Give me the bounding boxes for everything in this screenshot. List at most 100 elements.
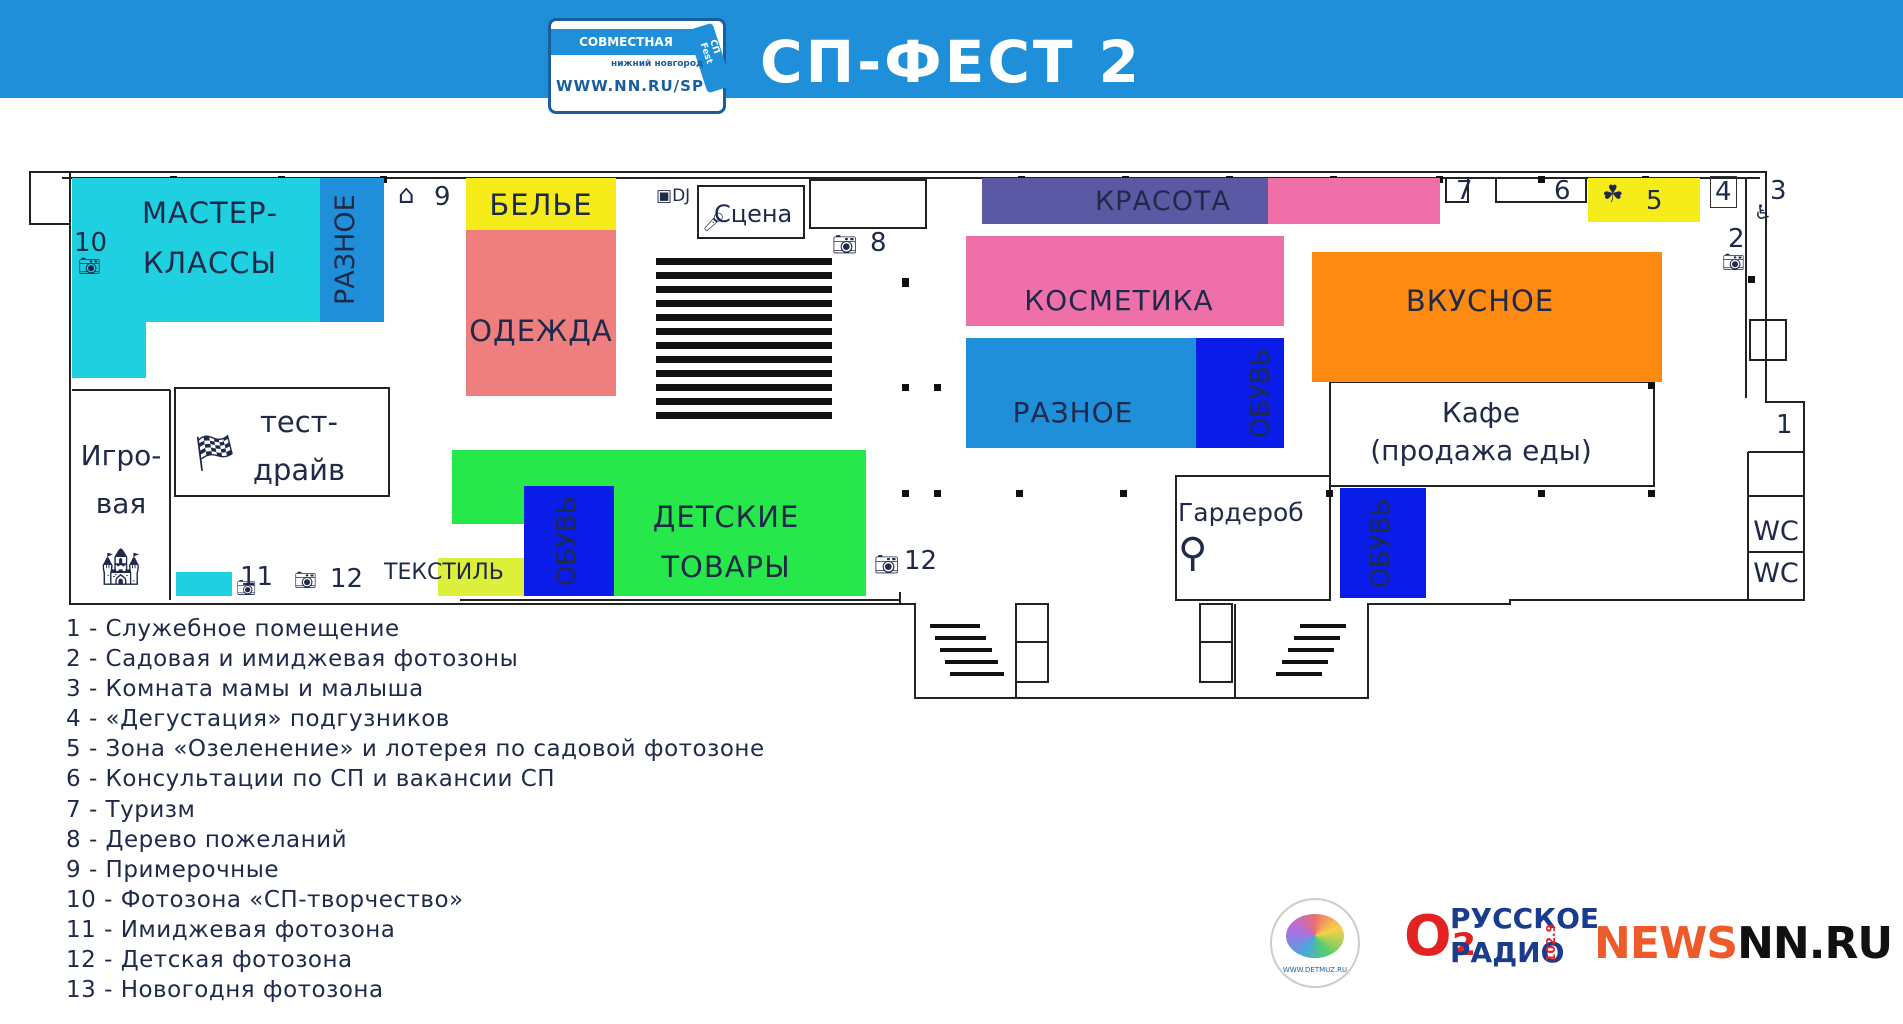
dj-icon: ▣ — [656, 186, 673, 206]
marker-3: 3 — [1770, 176, 1787, 206]
label-dj: DJ — [672, 186, 691, 206]
label-detskie-line2: ТОВАРЫ — [661, 550, 791, 584]
label-krasota: КРАСОТА — [1095, 186, 1231, 217]
camera-icon-12-left: 📷︎ — [294, 570, 317, 591]
label-detskie: ДЕТСКИЕ ТОВАРЫ — [616, 492, 836, 592]
zone-krasota-pink — [1268, 178, 1440, 224]
label-master-classes: МАСТЕР- КЛАССЫ — [141, 196, 279, 280]
detmuz-text: WWW.DETMUZ.RU — [1282, 966, 1348, 974]
camera-icon-12-right: 📷︎ — [874, 552, 900, 576]
label-obuv-mid: ОБУВЬ — [1246, 348, 1276, 438]
marker-1: 1 — [1776, 410, 1793, 440]
camera-icon-2: 📷︎ — [1722, 252, 1745, 273]
legend-item: 1 - Служебное помещение — [66, 616, 400, 642]
zone-krasota — [982, 178, 1268, 224]
camera-icon-11: 📷︎ — [236, 578, 257, 597]
label-detskie-line1: ДЕТСКИЕ — [652, 500, 800, 534]
legend-item: 13 - Новогодня фотозона — [66, 977, 384, 1004]
zone-cyan-small — [176, 572, 232, 596]
label-odezhda: ОДЕЖДА — [469, 314, 613, 348]
dj-booth: ▣DJ — [656, 186, 690, 206]
legend-item: 6 - Консультации по СП и вакансии СП — [66, 766, 556, 793]
label-cafe: Кафе (продажа еды) — [1336, 394, 1626, 470]
label-obuv-right: ОБУВЬ — [1366, 498, 1396, 588]
marker-12-right: 12 — [904, 546, 938, 576]
legend-item: 5 - Зона «Озеленение» и лотерея по садов… — [66, 736, 765, 763]
logo-city: нижний новгород — [611, 59, 704, 69]
label-raznoe-left: РАЗНОЕ — [330, 194, 361, 306]
hanger-icon: ⌂ — [398, 180, 415, 210]
label-belie: БЕЛЬЕ — [489, 188, 593, 222]
camera-icon-8: 📷︎ — [832, 232, 858, 256]
legend-item: 8 - Дерево пожеланий — [66, 826, 348, 853]
baby-room-icon: ♿︎ — [1754, 200, 1772, 224]
marker-4: 4 — [1710, 176, 1737, 208]
logo-site-text: WWW.NN.RU/SP — [556, 77, 704, 95]
label-wc-1: WC — [1753, 516, 1799, 547]
marker-12-left: 12 — [330, 564, 364, 594]
newsnn-news: NEWS — [1594, 918, 1738, 969]
radio-o2-icon: O₂ — [1404, 904, 1477, 969]
marker-7: 7 — [1456, 176, 1473, 206]
newsnn-nn: NN — [1737, 918, 1810, 969]
header-bar — [0, 0, 1903, 98]
label-testdrive-line1: тест- — [259, 405, 339, 439]
russkoe-radio-logo: O₂ РУССКОЕ РАДИО 102.9 — [1404, 898, 1599, 982]
marker-2: 2 — [1728, 224, 1745, 254]
zone-obuv-left — [524, 486, 614, 596]
legend-item: 7 - Туризм — [66, 796, 196, 823]
newsnn-logo: NEWSNN.RU — [1594, 918, 1893, 969]
label-kosmetika: КОСМЕТИКА — [1024, 284, 1214, 317]
label-igrovaya: Игро- вая — [72, 432, 170, 528]
label-testdrive-line2: драйв — [252, 453, 346, 487]
legend-item: 10 - Фотозона «СП-творчество» — [66, 886, 464, 913]
label-stage: Сцена — [714, 200, 793, 228]
label-cafe-line1: Кафе — [1441, 396, 1521, 429]
label-testdrive: тест- драйв — [244, 398, 354, 494]
label-garderob: Гардероб — [1178, 498, 1304, 527]
label-cafe-line2: (продажа еды) — [1370, 434, 1592, 467]
marker-8: 8 — [870, 228, 887, 258]
zone-obuv-right — [1340, 488, 1426, 598]
zone-vkusnoe — [1312, 252, 1662, 382]
zone-master-classes-tail — [72, 320, 146, 378]
camera-icon-10: 📷︎ — [78, 256, 101, 277]
legend-item: 12 - Детская фотозона — [66, 947, 353, 974]
zone-raznoe-left — [320, 178, 384, 322]
zone-kosmetika — [966, 236, 1284, 326]
coat-rack-icon: ⚲ — [1178, 530, 1208, 576]
marker-10: 10 — [74, 228, 108, 258]
label-tekstil: ТЕКСТИЛЬ — [384, 560, 504, 585]
legend-item: 9 - Примерочные — [66, 856, 280, 883]
marker-11: 11 — [240, 562, 274, 592]
plant-icon: ☘︎ — [1602, 180, 1624, 208]
label-vkusnoe: ВКУСНОЕ — [1405, 284, 1555, 318]
radio-line2: РАДИО — [1450, 936, 1565, 969]
legend-item: 3 - Комната мамы и малыша — [66, 676, 424, 703]
newsnn-ru: .RU — [1808, 918, 1893, 969]
logo-top-text: СОВМЕСТНАЯ ПОКУПКА — [551, 29, 701, 75]
zone-obuv-mid — [1196, 338, 1284, 448]
radio-name: РУССКОЕ РАДИО — [1450, 902, 1599, 970]
zone-odezhda — [466, 230, 616, 396]
label-obuv-left: ОБУВЬ — [552, 496, 582, 586]
zone-belie — [466, 178, 616, 230]
page-title: СП-ФЕСТ 2 — [760, 28, 1142, 96]
legend-item: 4 - «Дегустация» подгузников — [66, 706, 450, 733]
marker-9: 9 — [434, 182, 451, 212]
castle-icon: 🏰︎ — [98, 547, 144, 588]
radio-freq: 102.9 — [1544, 924, 1558, 962]
legend-item: 11 - Имиджевая фотозона — [66, 916, 396, 943]
zone-marker-5 — [1588, 178, 1700, 222]
label-igrovaya-line2: вая — [95, 487, 147, 520]
checkered-flag-icon: 🏁︎ — [192, 433, 238, 474]
marker-6: 6 — [1554, 176, 1571, 206]
legend: 1 - Служебное помещение 2 - Садовая и им… — [66, 614, 765, 1005]
microphone-icon: 🎤︎ — [702, 212, 725, 233]
zone-raznoe-mid — [966, 338, 1196, 448]
marker-5: 5 — [1646, 186, 1663, 216]
label-raznoe-mid: РАЗНОЕ — [1012, 396, 1134, 429]
sp-logo: СОВМЕСТНАЯ ПОКУПКА нижний новгород WWW.N… — [548, 18, 733, 114]
radio-line1: РУССКОЕ — [1450, 902, 1600, 935]
